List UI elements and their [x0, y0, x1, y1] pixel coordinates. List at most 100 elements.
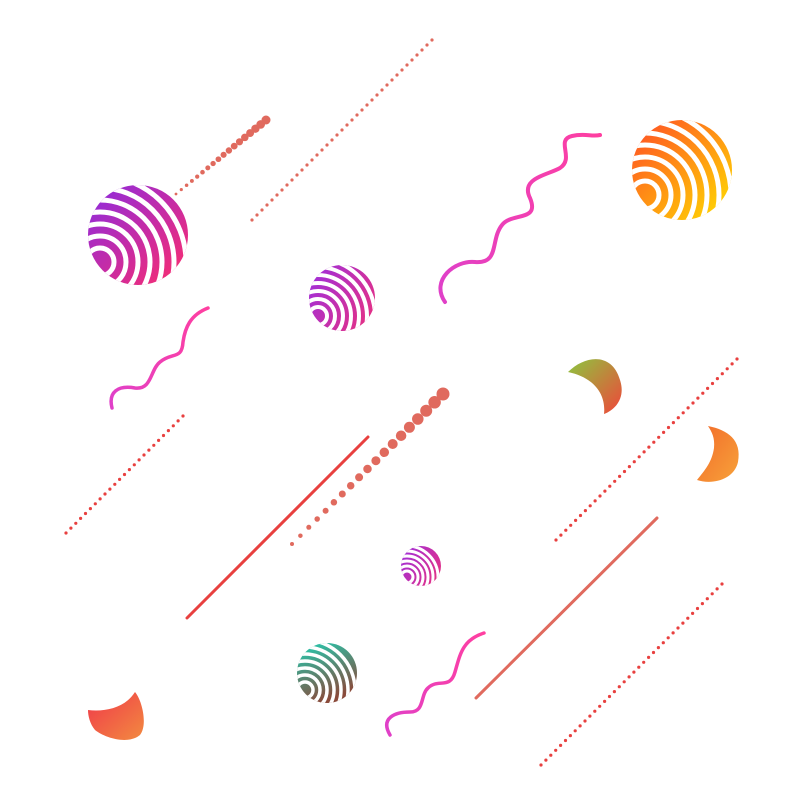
dot-icon — [573, 729, 577, 733]
dot-icon — [179, 188, 183, 192]
dot-icon — [598, 494, 602, 498]
dot-icon — [425, 43, 429, 47]
dot-icon — [578, 513, 583, 518]
dot-icon — [676, 626, 680, 630]
dot-icon — [225, 147, 233, 154]
dot-icon — [314, 516, 320, 522]
dot-icon — [395, 73, 399, 77]
dot-icon — [355, 473, 364, 482]
dot-icon — [598, 704, 602, 708]
dot-icon — [176, 419, 180, 423]
dot-icon — [603, 699, 607, 704]
dot-icon — [656, 646, 661, 650]
dot-icon — [705, 597, 709, 601]
dot-icon — [310, 158, 314, 162]
dot-icon — [300, 168, 304, 172]
curled-petal-icon — [568, 359, 622, 414]
dot-icon — [215, 156, 222, 163]
dot-icon — [593, 709, 597, 713]
dot-icon — [306, 524, 312, 530]
dot-icon — [325, 143, 329, 147]
dot-icon — [255, 213, 259, 217]
dot-icon — [583, 719, 587, 723]
dot-icon — [710, 381, 715, 386]
dot-icon — [637, 455, 641, 459]
dot-icon — [88, 507, 92, 511]
dot-icon — [691, 401, 695, 405]
dot-icon — [338, 490, 346, 498]
dot-icon — [152, 443, 156, 447]
dot-icon — [715, 377, 720, 381]
dot-icon — [290, 178, 294, 182]
dot-icon — [412, 413, 424, 425]
dot-icon — [210, 160, 216, 167]
dot-icon — [415, 53, 419, 57]
dot-icon — [730, 362, 734, 366]
dot-icon — [330, 499, 338, 506]
dot-icon — [544, 758, 548, 762]
dot-icon — [205, 165, 211, 171]
dot-icon — [632, 460, 636, 464]
dot-icon — [365, 103, 369, 107]
dot-icon — [647, 655, 651, 660]
dot-icon — [627, 465, 632, 469]
dot-icon — [607, 694, 612, 699]
dot-icon — [103, 492, 107, 496]
dot-icon — [69, 526, 73, 530]
dot-icon — [686, 406, 690, 410]
wavy-ribbon-icon — [438, 132, 602, 304]
dot-icon — [241, 133, 249, 142]
dot-icon — [298, 533, 303, 538]
dot-icon — [270, 198, 274, 202]
dot-icon — [74, 521, 78, 525]
dot-icon — [108, 487, 112, 491]
dot-icon — [627, 675, 631, 679]
dot-icon — [720, 372, 724, 376]
dot-icon — [671, 421, 676, 425]
dot-icon — [64, 531, 68, 535]
dot-icon — [420, 48, 424, 52]
dot-icon — [405, 63, 409, 67]
dot-icon — [593, 499, 597, 503]
dot-icon — [330, 138, 334, 142]
dot-icon — [260, 208, 264, 212]
dot-icon — [661, 641, 665, 645]
dot-icon — [695, 606, 700, 611]
dot-icon — [403, 421, 415, 433]
dot-icon — [632, 670, 636, 674]
dot-icon — [603, 489, 607, 493]
dot-icon — [137, 458, 141, 462]
dot-icon — [720, 582, 724, 586]
dot-icon — [554, 538, 558, 542]
dot-icon — [195, 174, 200, 179]
dot-icon — [588, 504, 592, 508]
wavy-ribbon-icon — [385, 631, 486, 737]
wavy-ribbon-icon — [109, 306, 210, 410]
dot-icon — [676, 416, 680, 420]
dot-icon — [265, 203, 269, 207]
dot-icon — [340, 128, 344, 132]
dot-icon — [79, 516, 83, 521]
dot-icon — [345, 123, 349, 127]
dot-icon — [681, 621, 685, 625]
dot-icon — [275, 193, 279, 197]
striped-sphere-icon — [309, 265, 375, 331]
dot-icon — [371, 456, 381, 466]
dot-icon — [564, 528, 568, 532]
dot-icon — [200, 169, 205, 175]
dot-icon — [261, 115, 271, 125]
dot-icon — [647, 445, 651, 449]
dot-icon — [147, 448, 151, 452]
dotted-line-icon — [64, 38, 739, 767]
dot-icon — [700, 602, 705, 606]
dot-icon — [98, 497, 102, 501]
dot-icon — [335, 133, 339, 137]
dot-icon — [83, 511, 88, 516]
dot-icon — [618, 474, 622, 478]
dot-icon — [410, 58, 414, 62]
dot-icon — [666, 425, 671, 430]
dot-icon — [322, 507, 329, 514]
dot-icon — [696, 396, 700, 400]
dot-icon — [539, 763, 543, 767]
dot-icon — [608, 484, 612, 488]
